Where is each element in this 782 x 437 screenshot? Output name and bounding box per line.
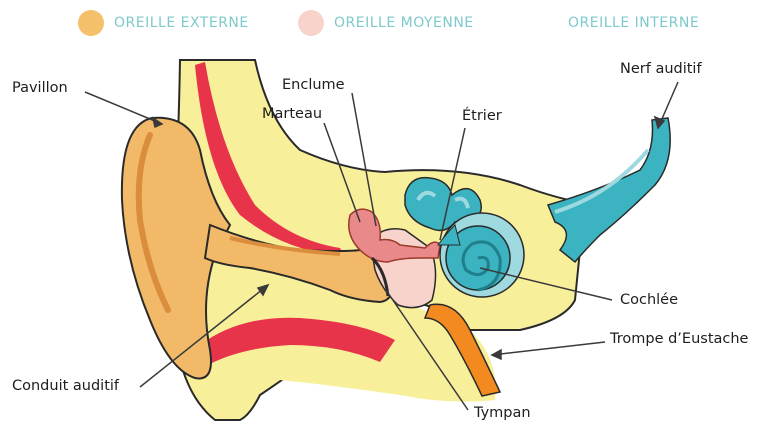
label-conduit-auditif: Conduit auditif (12, 378, 119, 394)
label-nerf-auditif: Nerf auditif (620, 61, 702, 77)
label-marteau: Marteau (262, 106, 322, 122)
label-enclume: Enclume (282, 77, 345, 93)
label-etrier: Étrier (462, 108, 502, 124)
label-trompe: Trompe d’Eustache (610, 331, 748, 347)
leader-pavillon (85, 92, 162, 124)
label-pavillon: Pavillon (12, 80, 68, 96)
leader-trompe (492, 342, 605, 355)
auditory-nerve (548, 118, 670, 262)
label-tympan: Tympan (474, 405, 531, 421)
label-cochlee: Cochlée (620, 292, 678, 308)
arrow-trompe (492, 350, 501, 359)
